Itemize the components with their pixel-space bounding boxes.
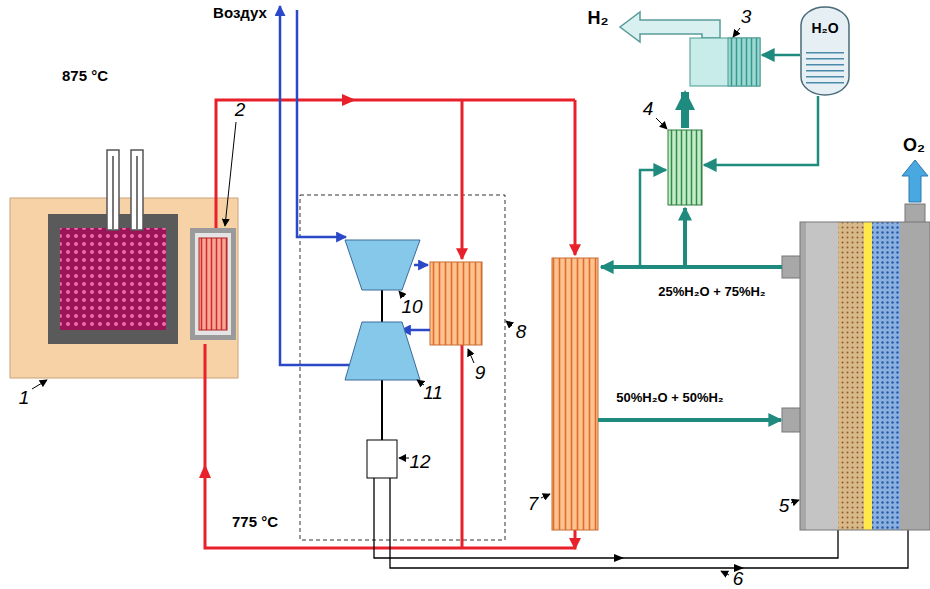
air-lines	[280, 6, 430, 365]
gas-turbine-group	[300, 195, 505, 540]
steam-heat-exchanger	[668, 130, 702, 205]
callout-number: 2	[235, 100, 246, 121]
shaft	[381, 380, 383, 440]
flow-arrow	[342, 94, 356, 106]
steam-lines	[598, 55, 818, 420]
compressor	[345, 240, 420, 290]
callout-number: 6	[733, 569, 744, 589]
oxygen-arrow	[902, 160, 928, 202]
callout-number: 8	[516, 322, 527, 343]
generator	[367, 440, 397, 478]
product-label: H₂	[588, 9, 609, 29]
callout-number: 1	[19, 388, 30, 409]
flow-arrow	[569, 538, 581, 550]
callout-number: 12	[409, 452, 430, 473]
reactor	[10, 150, 238, 378]
temperature-label: 775 °C	[232, 514, 278, 531]
tank-label: H₂O	[800, 6, 850, 36]
flow-label: 50%H₂O + 50%H₂	[616, 391, 723, 405]
leader-lines	[32, 28, 799, 575]
shaft	[381, 290, 383, 322]
tank-outline	[800, 6, 850, 96]
flow-arrow	[614, 554, 624, 562]
steam-heater	[552, 258, 598, 530]
flow-label: 25%H₂O + 75%H₂	[658, 285, 765, 299]
separator	[690, 38, 760, 86]
callout-number: 4	[643, 99, 654, 120]
callout-number: 10	[401, 297, 422, 318]
air-label: Воздух	[213, 5, 267, 22]
recuperator	[430, 262, 482, 345]
turbine	[345, 322, 420, 380]
flow-arrow	[199, 464, 211, 478]
callout-number: 7	[528, 494, 539, 515]
electrolyzer	[782, 204, 930, 530]
temperature-label: 875 °C	[62, 68, 108, 85]
callout-number: 3	[741, 7, 752, 28]
callout-number: 11	[423, 383, 443, 404]
water-tank: H₂O	[800, 6, 850, 96]
separator	[728, 38, 760, 86]
callout-number: 9	[475, 363, 486, 384]
product-label: O₂	[903, 136, 925, 156]
callout-number: 5	[779, 496, 790, 517]
